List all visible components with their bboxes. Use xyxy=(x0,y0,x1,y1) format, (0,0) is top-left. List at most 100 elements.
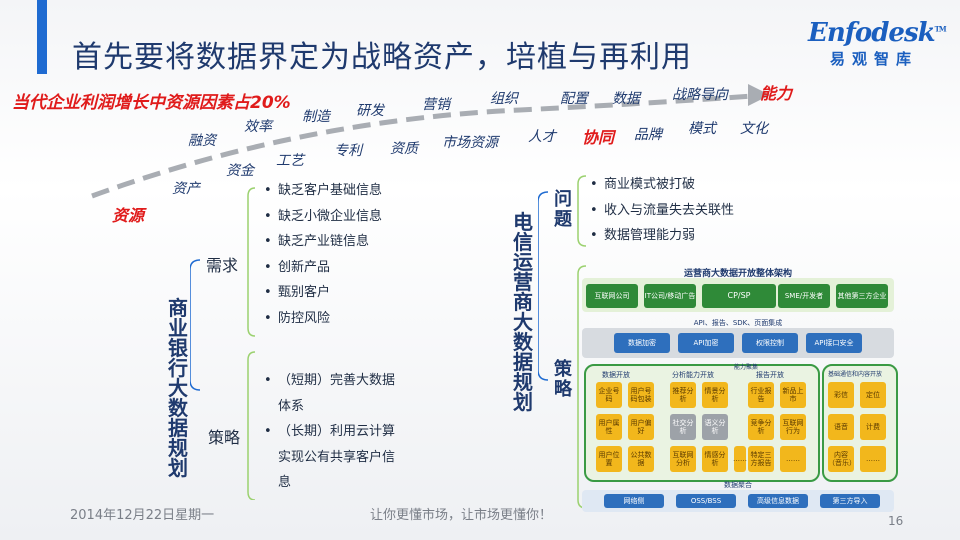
bullet-dot: • xyxy=(264,234,272,250)
arrow-word: 文化 xyxy=(740,121,768,137)
logo-cn: 易观智库 xyxy=(830,50,919,68)
list-item-text: 防控风险 xyxy=(278,310,331,326)
architecture-diagram: 运营商大数据开放整体架构 互联网公司 IT公司/移动广告 CP/SP SME/开… xyxy=(578,266,898,520)
grid-cell: 内容（音乐） xyxy=(828,446,856,472)
arrow-word: 资质 xyxy=(390,141,418,157)
list-item: •甄别客户 xyxy=(264,280,382,306)
arrow-word: 市场资源 xyxy=(442,135,498,151)
grid-cell: 竞争分析 xyxy=(748,414,774,440)
list-item: 体系 xyxy=(264,394,395,420)
list-item: • （短期）完善大数据 xyxy=(264,368,395,394)
telecom-plan-title: 电信运营商大数据规划 xyxy=(513,210,533,414)
list-item: 实现公有共享客户信 xyxy=(264,445,395,471)
list-item-text: 息 xyxy=(278,475,292,491)
arrow-word: 协同 xyxy=(582,128,615,147)
api-line: API、报告、SDK、页面集成 xyxy=(693,319,783,327)
problem-list: • 商业模式被打破 • 收入与流量失去关联性 •数据管理能力弱 xyxy=(590,172,734,249)
col-header-3: 报告开放 xyxy=(756,371,784,379)
arrow-word: 融资 xyxy=(188,133,216,149)
needs-list: •缺乏客户基础信息•缺乏小微企业信息•缺乏产业链信息•创新产品•甄别客户•防控风… xyxy=(264,178,382,332)
list-item: •缺乏产业链信息 xyxy=(264,229,382,255)
arrow-word: 专利 xyxy=(334,143,362,159)
col-header-1: 数据开放 xyxy=(602,371,630,379)
arrow-word: 制造 xyxy=(302,109,330,125)
source-box-4: 第三方导入 xyxy=(820,494,880,508)
bank-plan-title: 商业银行大数据规划 xyxy=(168,296,188,480)
bullet-dot: • xyxy=(264,373,272,388)
arrow-word: 配置 xyxy=(560,91,588,107)
footer-date: 2014年12月22日星期一 xyxy=(70,508,215,523)
bullet-dot: • xyxy=(264,259,272,275)
bullet-dot: • xyxy=(264,208,272,224)
source-box-2: OSS/BSS xyxy=(676,494,736,508)
arch-top-box-4: SME/开发者 xyxy=(778,284,830,308)
bullet-dot: • xyxy=(590,177,598,192)
arrow-word: 人才 xyxy=(528,129,556,145)
list-item: 息 xyxy=(264,470,395,496)
bullet-dot: • xyxy=(264,183,272,198)
needs-label: 需求 xyxy=(206,256,239,275)
arrow-word: 模式 xyxy=(688,121,716,137)
bullet-dot: • xyxy=(264,285,272,301)
list-item: •缺乏客户基础信息 xyxy=(264,178,382,204)
list-item: •防控风险 xyxy=(264,306,382,332)
arch-title: 运营商大数据开放整体架构 xyxy=(683,269,792,279)
list-item: • 缺乏小微企业信息 xyxy=(264,204,382,230)
slide-title: 首先要将数据界定为战略资产，培植与再利用 xyxy=(72,40,692,75)
arch-top-box-3: CP/SP xyxy=(702,284,776,308)
grid-cell: 用户偏好 xyxy=(628,414,654,440)
col-header-4: 基础通信和内容开放 xyxy=(828,371,883,378)
logo-tm: TM xyxy=(934,24,947,34)
telecom-braces xyxy=(538,175,587,509)
grid-cell: 新品上市 xyxy=(780,382,806,408)
grid-cell: 用户位置 xyxy=(596,446,622,472)
arrow-word: 组织 xyxy=(490,91,518,107)
bank-strategy-label: 策略 xyxy=(208,428,241,447)
title-accent-bar xyxy=(37,0,47,74)
arrow-word: 资源 xyxy=(112,206,145,225)
grid-cell: 彩信 xyxy=(828,382,854,408)
grid-cell: 互联网分析 xyxy=(670,446,696,472)
grid-cell: 社交分析 xyxy=(670,414,696,440)
grid-cell: 情感分析 xyxy=(702,446,728,472)
list-item-text: 缺乏小微企业信息 xyxy=(278,208,383,224)
logo-brand: Enfodesk xyxy=(808,18,936,48)
arch-top-box-1: 互联网公司 xyxy=(586,284,638,308)
page-number: 16 xyxy=(888,514,904,528)
arrow-word: 效率 xyxy=(244,119,272,135)
grid-cell: 语义分析 xyxy=(702,414,728,440)
arrow-word: 资金 xyxy=(226,163,254,179)
list-item-text: 商业模式被打破 xyxy=(604,177,696,192)
arrow-word: 战略导向 xyxy=(672,87,728,103)
grid-cell: 用户属性 xyxy=(596,414,622,440)
headline: 当代企业利润增长中资源因素占20% xyxy=(12,93,291,113)
source-box-1: 网络侧 xyxy=(604,494,664,508)
enfodesk-logo: EnfodeskTM 易观智库 xyxy=(808,18,947,76)
grid-cell: …… xyxy=(780,446,806,472)
arch-mid-box-3: 权限控制 xyxy=(742,333,798,353)
list-item-text: 收入与流量失去关联性 xyxy=(604,202,735,218)
list-item-text: 创新产品 xyxy=(278,259,331,275)
grid-cell: …… xyxy=(860,446,886,472)
grid-cell: 定位 xyxy=(860,382,886,408)
grid-cell: 用户号码包装 xyxy=(628,382,654,408)
telecom-strategy-label: 策略 xyxy=(554,359,572,400)
grid-cell: 情景分析 xyxy=(702,382,728,408)
arch-mid-box-4: API接口安全 xyxy=(806,333,862,353)
list-item-text: 数据管理能力弱 xyxy=(604,228,696,244)
bullet-dot: • xyxy=(264,424,272,440)
list-item-text: 体系 xyxy=(278,398,305,414)
arrow-word: 品牌 xyxy=(634,127,662,143)
list-item: •数据管理能力弱 xyxy=(590,223,734,249)
grid-cell: 特定三方报告 xyxy=(748,446,774,472)
problem-label: 问题 xyxy=(554,189,572,230)
bullet-dot: • xyxy=(590,202,598,218)
list-item-text: （短期）完善大数据 xyxy=(278,373,396,388)
small-header: 能力聚集 xyxy=(734,364,759,371)
list-item: • 创新产品 xyxy=(264,255,382,281)
arrow-word: 工艺 xyxy=(276,153,304,169)
grid-cell: 企业号码 xyxy=(596,382,622,408)
grid-cell: 行业报告 xyxy=(748,382,774,408)
arrow-word: 能力 xyxy=(760,84,793,103)
